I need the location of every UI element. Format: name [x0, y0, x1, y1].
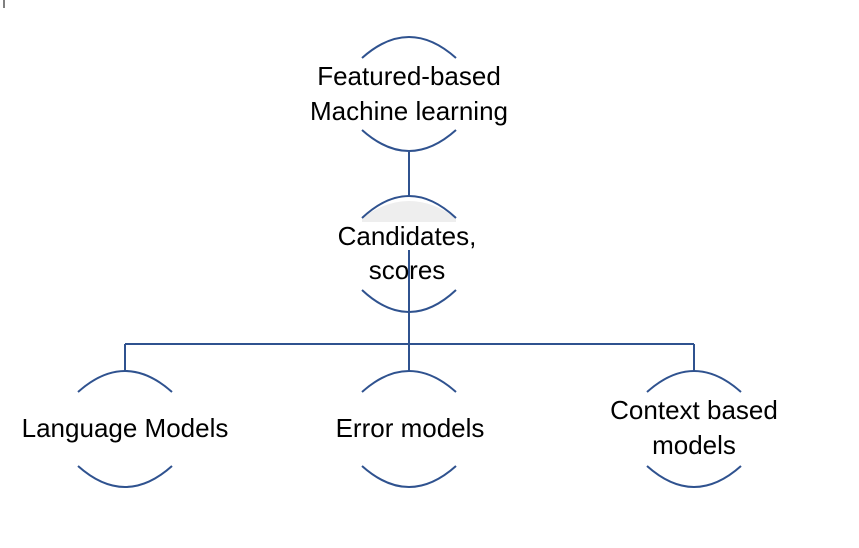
- node-error-bottom-arc: [361, 465, 457, 488]
- node-language-top-arc: [77, 370, 173, 393]
- node-context-top-arc: [646, 370, 742, 393]
- node-root-line-2: Machine learning: [310, 96, 508, 126]
- middle-node-highlight: [362, 201, 456, 222]
- node-error-line-1: Error models: [336, 413, 485, 443]
- node-middle: Candidates, scores: [338, 195, 477, 313]
- node-context-bottom-arc: [646, 465, 742, 488]
- node-language-line-1: Language Models: [22, 413, 229, 443]
- node-middle-top-arc: [361, 195, 457, 219]
- node-context: Context based models: [610, 370, 778, 488]
- node-error-top-arc: [361, 370, 457, 393]
- node-language: Language Models: [22, 370, 229, 488]
- node-root-bottom-arc: [361, 129, 457, 152]
- node-root-line-1: Featured-based: [317, 61, 501, 91]
- node-root-top-arc: [361, 36, 457, 59]
- node-language-bottom-arc: [77, 465, 173, 488]
- node-context-line-2: models: [652, 430, 736, 460]
- node-context-line-1: Context based: [610, 395, 778, 425]
- node-middle-line-2: scores: [369, 255, 446, 285]
- node-middle-bottom-arc: [361, 289, 457, 313]
- node-root: Featured-based Machine learning: [310, 36, 508, 152]
- node-error: Error models: [336, 370, 485, 488]
- node-middle-line-1: Candidates,: [338, 221, 477, 251]
